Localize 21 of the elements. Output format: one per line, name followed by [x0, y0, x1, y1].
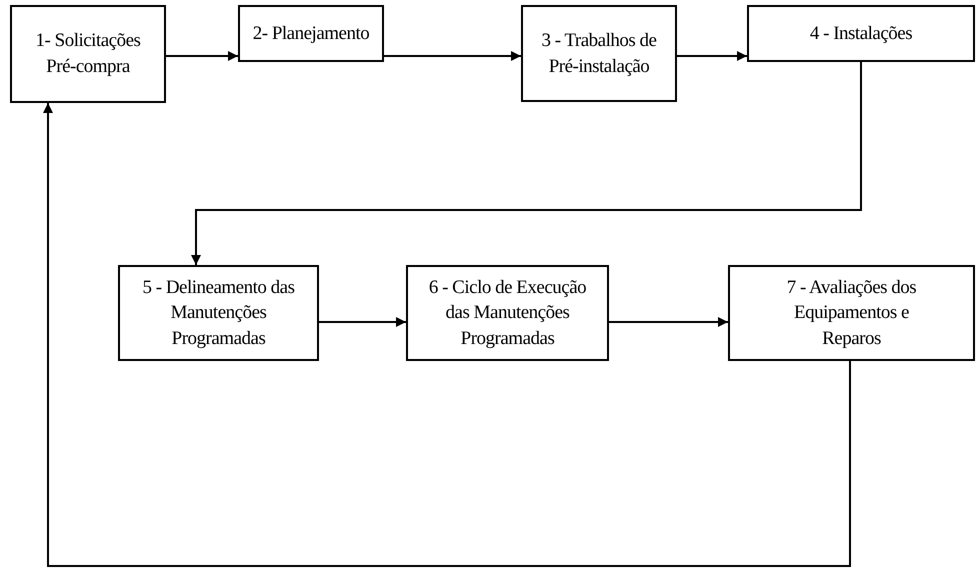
box-label: 2- Planejamento — [252, 22, 370, 46]
process-box — [10, 5, 166, 103]
arrow — [609, 317, 728, 327]
box-label: 7 - Avaliações dos Equipamentos e Reparos — [786, 276, 918, 351]
process-box — [406, 265, 609, 361]
box-label: 4 - Instalações — [810, 22, 912, 46]
process-box — [238, 5, 384, 62]
process-box — [728, 265, 975, 361]
process-box — [521, 5, 677, 102]
box-label: 5 - Delineamento das Manutenções Programadas — [142, 276, 296, 351]
arrow — [384, 51, 521, 61]
box-label: 6 - Ciclo de Execução das Manutenções Programadas — [428, 276, 588, 351]
box-label: 1- Solicitações Pré-compra — [34, 29, 142, 79]
process-box — [118, 265, 319, 361]
arrow — [191, 62, 862, 265]
arrow — [319, 317, 406, 327]
box-label: 3 - Trabalhos de Pré-instalação — [540, 28, 658, 78]
arrow — [43, 103, 851, 567]
arrow — [166, 51, 238, 61]
process-box — [747, 5, 975, 62]
arrow — [677, 51, 747, 61]
